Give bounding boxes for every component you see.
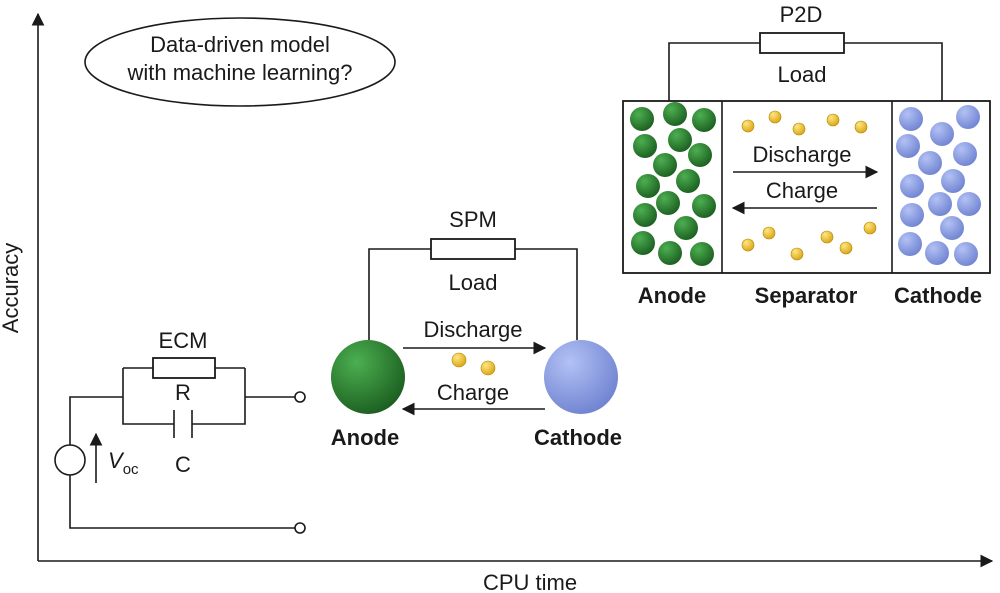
- ecm-voltage-label: Voc: [108, 448, 139, 478]
- spm-title: SPM: [449, 207, 497, 232]
- callout-line-1: Data-driven model: [150, 32, 330, 57]
- anode-particle: [668, 128, 692, 152]
- spm-cathode-particle: [544, 340, 618, 414]
- callout-line-2: with machine learning?: [126, 60, 352, 85]
- cathode-particle: [928, 192, 952, 216]
- cathode-particle: [900, 203, 924, 227]
- p2d-anode-particles: [630, 102, 716, 266]
- cathode-particle: [956, 105, 980, 129]
- ecm-capacitor-label: C: [175, 452, 191, 477]
- p2d-load-resistor: [759, 32, 845, 54]
- cathode-particle: [940, 216, 964, 240]
- anode-particle: [658, 241, 682, 265]
- anode-particle: [653, 153, 677, 177]
- axes: Accuracy CPU time: [0, 12, 994, 593]
- cathode-particle: [918, 151, 942, 175]
- ecm-terminal-bottom: [294, 522, 306, 534]
- anode-particle: [656, 191, 680, 215]
- ecm-resistor: [152, 357, 216, 379]
- p2d-ion: [790, 247, 804, 261]
- anode-particle: [633, 134, 657, 158]
- spm-load-label: Load: [449, 270, 498, 295]
- ecm-parallel-wire: [122, 367, 246, 425]
- spm-discharge-label: Discharge: [423, 317, 522, 342]
- spm-load-wire: [368, 248, 578, 340]
- cathode-particle: [896, 134, 920, 158]
- anode-particle: [688, 143, 712, 167]
- ecm-resistor-label: R: [175, 380, 191, 405]
- anode-particle: [636, 174, 660, 198]
- p2d-separator-label: Separator: [755, 283, 858, 308]
- anode-particle: [690, 242, 714, 266]
- cathode-particle: [954, 242, 978, 266]
- spm-anode-label: Anode: [331, 425, 399, 450]
- cathode-particle: [957, 192, 981, 216]
- spm-ion-1: [451, 352, 467, 368]
- ecm-terminal-top: [294, 391, 306, 403]
- y-axis-label: Accuracy: [0, 243, 23, 333]
- p2d-ion: [792, 122, 806, 136]
- p2d-charge-label: Charge: [766, 178, 838, 203]
- p2d-load-wire: [668, 42, 943, 101]
- p2d-ion: [826, 113, 840, 127]
- p2d-ion: [820, 230, 834, 244]
- ecm-main-wire: [69, 396, 296, 529]
- cathode-particle: [930, 122, 954, 146]
- spm-cathode-label: Cathode: [534, 425, 622, 450]
- p2d-model: P2D Load: [622, 2, 991, 308]
- cathode-particle: [899, 107, 923, 131]
- p2d-ion: [768, 110, 782, 124]
- p2d-ion: [741, 119, 755, 133]
- p2d-title: P2D: [780, 2, 823, 27]
- p2d-anode-label: Anode: [638, 283, 706, 308]
- anode-particle: [631, 231, 655, 255]
- spm-anode-particle: [331, 340, 405, 414]
- p2d-ions: [741, 110, 877, 261]
- ecm-title: ECM: [159, 328, 208, 353]
- p2d-cathode-particles: [896, 105, 981, 266]
- p2d-ion: [762, 226, 776, 240]
- p2d-load-label: Load: [778, 62, 827, 87]
- p2d-ion: [741, 238, 755, 252]
- anode-particle: [633, 203, 657, 227]
- spm-model: SPM Load Discharge Charge Anode Cathode: [331, 207, 622, 450]
- p2d-ion: [839, 241, 853, 255]
- data-driven-callout: Data-driven model with machine learning?: [84, 17, 396, 107]
- p2d-ion: [863, 221, 877, 235]
- cathode-particle: [941, 169, 965, 193]
- p2d-discharge-label: Discharge: [752, 142, 851, 167]
- anode-particle: [674, 216, 698, 240]
- anode-particle: [676, 169, 700, 193]
- cathode-particle: [953, 142, 977, 166]
- anode-particle: [663, 102, 687, 126]
- ecm-capacitor-plates: [173, 410, 193, 438]
- ecm-model: ECM R C Voc: [54, 328, 306, 534]
- cathode-particle: [925, 241, 949, 265]
- ecm-voltage-source: [54, 444, 86, 476]
- callout-ellipse: [84, 17, 396, 107]
- p2d-cathode-label: Cathode: [894, 283, 982, 308]
- spm-charge-label: Charge: [437, 380, 509, 405]
- p2d-ion: [854, 120, 868, 134]
- anode-particle: [692, 194, 716, 218]
- anode-particle: [630, 107, 654, 131]
- cathode-particle: [900, 174, 924, 198]
- cathode-particle: [898, 232, 922, 256]
- x-axis-label: CPU time: [483, 570, 577, 593]
- anode-particle: [692, 108, 716, 132]
- spm-ion-2: [480, 360, 496, 376]
- spm-load-resistor: [430, 238, 516, 260]
